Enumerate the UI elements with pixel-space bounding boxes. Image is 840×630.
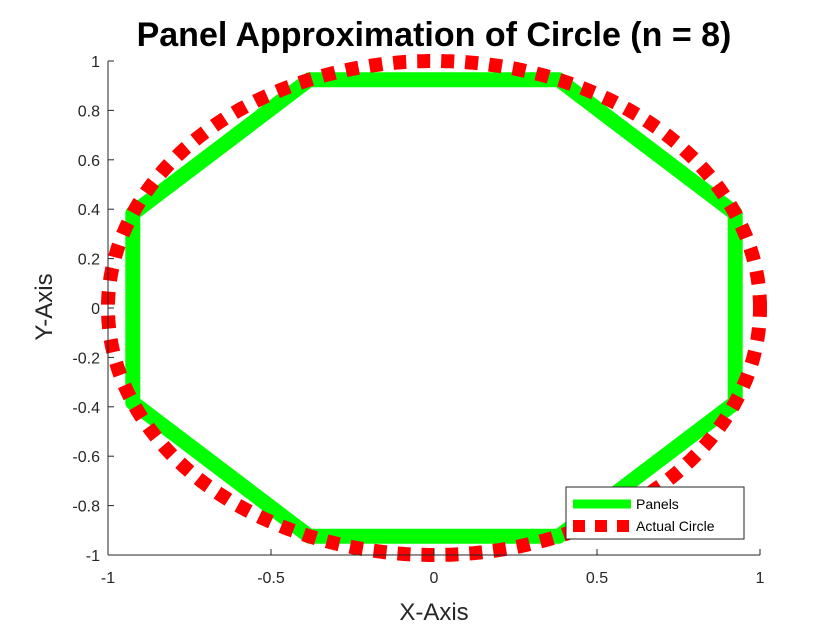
- series-panels-line: [125, 72, 743, 544]
- x-tick-label: 0.5: [586, 570, 608, 587]
- x-tick-label: 0: [430, 570, 439, 587]
- y-tick-label: 0.8: [78, 103, 100, 120]
- y-tick-label: 1: [91, 54, 100, 71]
- y-tick-label: 0: [91, 301, 100, 318]
- x-axis-title: X-Axis: [399, 599, 468, 626]
- y-tick-label: -0.2: [72, 350, 100, 367]
- y-axis-title: Y-Axis: [31, 273, 58, 340]
- x-tick-label: 1: [756, 570, 765, 587]
- y-tick-label: -0.8: [72, 499, 100, 516]
- y-tick-label: -0.4: [72, 400, 100, 417]
- y-tick-label: -0.6: [72, 449, 100, 466]
- legend-label-actual-circle: Actual Circle: [636, 518, 715, 534]
- y-tick-label: 0.6: [78, 153, 100, 170]
- series-actual-circle-line: [101, 54, 767, 562]
- x-tick-label: -1: [101, 570, 115, 587]
- y-tick-label: 0.2: [78, 252, 100, 269]
- axes: -1 -0.5 0 0.5 1 1 0.8 0.6 0.4 0.2 0 -0.2 -0.4 -0.6 -0.…: [72, 54, 764, 587]
- legend: Panels Actual Circle: [565, 486, 745, 540]
- y-tick-label: -1: [86, 548, 100, 565]
- y-tick-label: 0.4: [78, 202, 100, 219]
- chart-title: Panel Approximation of Circle (n = 8): [137, 16, 732, 54]
- legend-label-panels: Panels: [636, 496, 679, 512]
- plot-area: [101, 54, 767, 562]
- x-tick-label: -0.5: [257, 570, 285, 587]
